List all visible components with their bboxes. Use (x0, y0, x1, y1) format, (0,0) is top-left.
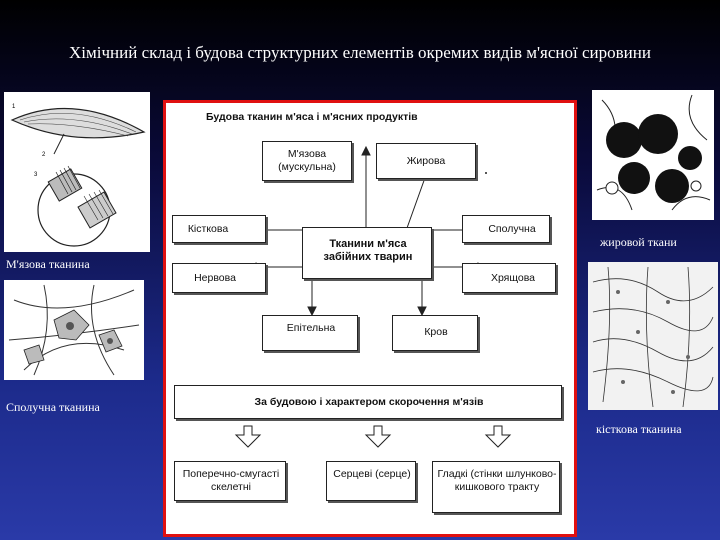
fat-tissue-caption: жировой ткани (600, 235, 677, 249)
node-muscle-label: М'язова (мускульна) (278, 148, 336, 173)
node-smooth-label: Гладкі (стінки шлунково-кишкового тракту (437, 468, 557, 493)
connective-tissue-image (4, 280, 144, 380)
node-connective: Сполучна (462, 215, 550, 243)
node-epithelial: Епітельна (262, 315, 358, 351)
node-nerve: Нервова (172, 263, 266, 293)
node-center-label: Тканини м'яса забійних тварин (323, 238, 413, 263)
bone-tissue-caption: кісткова тканина (596, 422, 682, 436)
node-center: Тканини м'яса забійних тварин (302, 227, 432, 279)
node-bone: Кісткова (172, 215, 266, 243)
node-nerve-label: Нервова (194, 272, 236, 284)
svg-text:1: 1 (12, 104, 16, 110)
node-blood-label: Кров (424, 326, 448, 338)
node-connective-label: Сполучна (488, 223, 536, 235)
connective-tissue-caption: Сполучна тканина (6, 400, 100, 414)
node-cartilage: Хрящова (462, 263, 556, 293)
node-smooth: Гладкі (стінки шлунково-кишкового тракту (432, 461, 560, 513)
node-cardiac-label: Серцеві (серце) (333, 468, 411, 480)
node-fat-label: Жирова (406, 155, 446, 167)
tissue-structure-diagram: Будова тканин м'яса і м'ясних продуктів … (163, 100, 577, 537)
muscle-classification-label: За будовою і характером скорочення м'язі… (254, 396, 484, 408)
node-striated-label: Поперечно-смугасті скелетні (182, 468, 280, 493)
node-epithelial-label: Епітельна (286, 322, 336, 334)
node-cardiac: Серцеві (серце) (326, 461, 416, 501)
muscle-classification-box: За будовою і характером скорочення м'язі… (174, 385, 562, 419)
slide-title: Хімічний склад і будова структурних елем… (69, 43, 651, 62)
svg-text:3: 3 (34, 172, 38, 178)
node-muscle: М'язова (мускульна) (262, 141, 352, 181)
muscle-tissue-caption: М'язова тканина (6, 257, 90, 271)
node-cartilage-label: Хрящова (490, 272, 536, 284)
svg-text:2: 2 (42, 152, 46, 158)
bone-tissue-image (588, 262, 718, 410)
muscle-tissue-image: 1 2 3 (4, 92, 150, 252)
node-striated: Поперечно-смугасті скелетні (174, 461, 286, 501)
node-bone-label: Кісткова (187, 223, 229, 235)
diagram-heading: Будова тканин м'яса і м'ясних продуктів (206, 111, 418, 123)
node-fat: Жирова (376, 143, 476, 179)
fat-tissue-image (592, 90, 714, 220)
node-blood: Кров (392, 315, 478, 351)
